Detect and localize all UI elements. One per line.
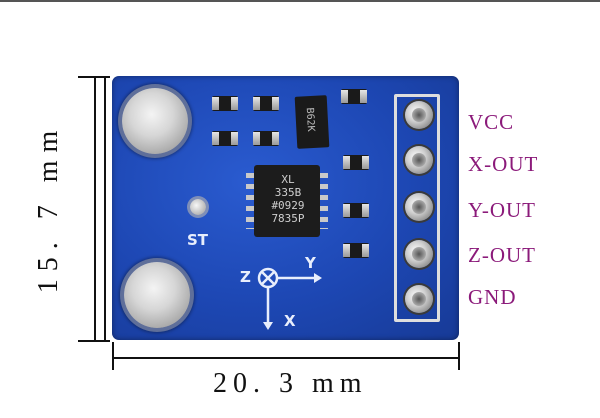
smd-capacitor-1 <box>212 96 238 111</box>
axis-y-label: Y <box>305 254 316 272</box>
axis-x-label: X <box>284 312 296 330</box>
ic-marking-line-1: XL <box>281 173 295 186</box>
ic-marking-line-3: #0929 <box>271 199 305 212</box>
smd-capacitor-4 <box>253 131 279 146</box>
dimension-horizontal-line <box>114 357 458 359</box>
mounting-hole-bottom <box>124 262 190 328</box>
dimension-vertical-line-inner <box>104 78 106 340</box>
dimension-horizontal-left-tick <box>112 342 114 370</box>
smd-capacitor-6 <box>343 203 369 218</box>
pin-label-x-out: X-OUT <box>468 152 539 176</box>
self-test-label: ST <box>187 231 209 249</box>
pin-label-z-out: Z-OUT <box>468 243 536 267</box>
regulator-marking: B62K <box>303 107 317 132</box>
ic-pins-right <box>320 173 328 229</box>
pin-z-out <box>405 240 433 268</box>
top-border-line <box>0 0 600 2</box>
ic-marking: XL 335B #0929 7835P <box>262 173 314 225</box>
pin-gnd <box>405 285 433 313</box>
pin-x-out <box>405 146 433 174</box>
dimension-vertical-top-tick <box>78 76 110 78</box>
pin-header-outline <box>394 94 440 322</box>
smd-capacitor-2 <box>212 131 238 146</box>
pin-label-y-out: Y-OUT <box>468 198 536 222</box>
ic-pins-left <box>246 173 254 229</box>
smd-resistor-1 <box>341 89 367 104</box>
ic-marking-line-2: 335B <box>274 186 302 199</box>
pin-label-vcc: VCC <box>468 110 515 134</box>
smd-capacitor-7 <box>343 243 369 258</box>
ic-marking-line-4: 7835P <box>271 212 305 225</box>
smd-capacitor-3 <box>253 96 279 111</box>
pin-y-out <box>405 193 433 221</box>
pin-vcc <box>405 101 433 129</box>
mounting-hole-top <box>122 88 188 154</box>
self-test-pad <box>190 199 206 215</box>
axis-z-label: Z <box>240 268 251 286</box>
dimension-vertical-bottom-tick <box>78 340 110 342</box>
regulator-chip: B62K <box>294 95 330 149</box>
accelerometer-ic: XL 335B #0929 7835P <box>246 165 328 237</box>
dimension-height-label: 15. 7 mm <box>33 122 64 294</box>
pin-label-gnd: GND <box>468 285 517 309</box>
dimension-vertical-line <box>94 78 96 340</box>
dimension-horizontal-right-tick <box>458 342 460 370</box>
smd-capacitor-5 <box>343 155 369 170</box>
axis-orientation-icon <box>257 267 322 330</box>
dimension-width-label: 20. 3 mm <box>213 368 368 399</box>
